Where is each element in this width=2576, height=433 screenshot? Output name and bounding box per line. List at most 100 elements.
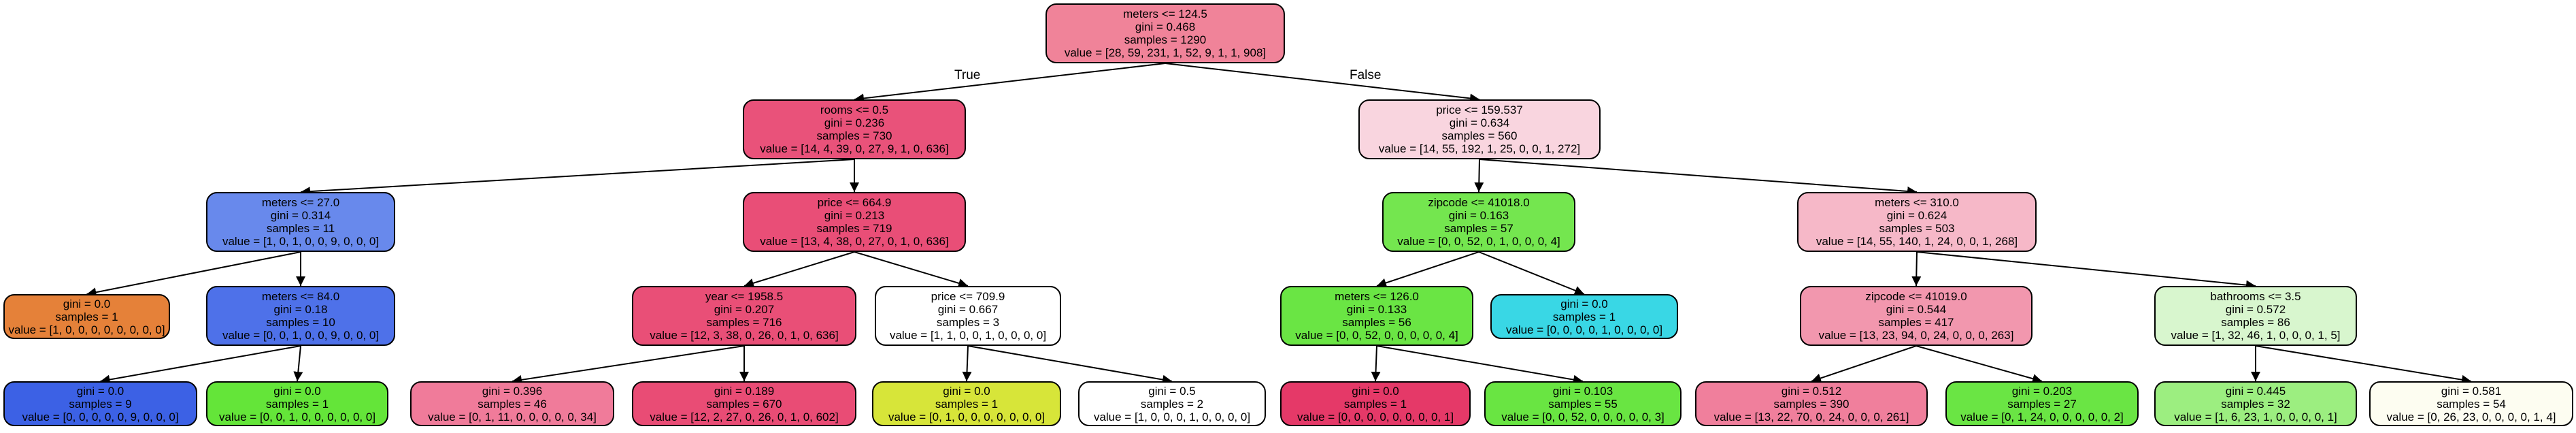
edge-n11-n22 [1376,345,1584,385]
node-line: gini = 0.163 [1448,209,1509,222]
node-line: value = [0, 0, 0, 0, 0, 0, 0, 0, 1] [1297,410,1454,423]
node-line: gini = 0.624 [1886,209,1947,222]
node-line: samples = 55 [1548,397,1618,411]
edge-n3-n7 [86,251,301,298]
node-line: gini = 0.133 [1346,303,1407,316]
node-line: value = [0, 1, 0, 0, 0, 0, 0, 0, 0] [888,410,1046,423]
node-line: gini = 0.0 [1352,384,1399,398]
node-line: gini = 0.396 [482,384,543,398]
edge-n8-n15 [100,345,301,385]
node-line: rooms <= 0.5 [820,103,889,116]
node-line: gini = 0.0 [273,384,321,398]
node-line: samples = 1 [265,397,329,411]
node-line: value = [0, 0, 1, 0, 0, 0, 0, 0, 0] [218,410,376,423]
node-line: value = [14, 4, 39, 0, 27, 9, 1, 0, 636] [760,142,949,155]
node-line: year <= 1958.5 [705,290,784,303]
node-line: value = [1, 32, 46, 1, 0, 0, 0, 1, 5] [2171,329,2341,342]
node-line: gini = 0.581 [2441,384,2502,398]
node-line: gini = 0.468 [1135,20,1196,33]
node-line: samples = 54 [2437,397,2506,411]
edge-n10-n20 [967,345,1173,385]
node-line: samples = 503 [1879,222,1955,235]
edge-n13-n23 [1811,345,1917,383]
edge-n4-n9 [743,251,855,288]
node-line: samples = 11 [266,222,335,235]
node-line: zipcode <= 41019.0 [1865,290,1967,303]
node-line: gini = 0.189 [714,384,775,398]
edge-n10-n19 [962,345,972,382]
edge-n11-n21 [1371,345,1381,382]
node-line: samples = 9 [69,397,132,411]
node-line: samples = 10 [266,316,335,329]
node-line: gini = 0.0 [943,384,990,398]
node-line: gini = 0.236 [824,116,885,129]
node-line: zipcode <= 41018.0 [1428,196,1530,209]
node-line: samples = 1 [1552,310,1616,323]
node-line: samples = 670 [706,397,782,411]
node-line: gini = 0.207 [714,303,775,316]
node-line: gini = 0.445 [2225,384,2286,398]
edge-n13-n24 [1916,345,2043,383]
node-line: samples = 719 [816,222,892,235]
node-line: price <= 159.537 [1436,103,1523,116]
node-line: gini = 0.0 [76,384,124,398]
node-line: value = [1, 1, 0, 0, 1, 0, 0, 0, 0] [889,329,1047,342]
edge-root-n2 [1165,63,1480,103]
node-line: samples = 27 [2007,397,2077,411]
node-line: value = [0, 0, 52, 0, 1, 0, 0, 0, 4] [1397,235,1560,248]
node-line: gini = 0.0 [1560,297,1608,310]
node-line: samples = 3 [936,316,1000,329]
edge-label-true: True [954,68,981,82]
node-line: samples = 46 [478,397,547,411]
node-line: meters <= 27.0 [261,196,340,209]
node-line: value = [0, 1, 24, 0, 0, 0, 0, 0, 2] [1960,410,2124,423]
edge-n4-n10 [854,251,969,288]
node-line: value = [0, 0, 0, 0, 1, 0, 0, 0, 0] [1505,323,1663,336]
node-line: meters <= 310.0 [1875,196,1959,209]
node-line: gini = 0.667 [937,303,999,316]
edge-root-n1 [854,63,1166,103]
node-line: gini = 0.544 [1886,303,1947,316]
node-line: samples = 417 [1878,316,1954,329]
node-line: value = [12, 3, 38, 0, 26, 0, 1, 0, 636] [650,329,839,342]
node-line: samples = 57 [1444,222,1513,235]
node-line: value = [14, 55, 140, 1, 24, 0, 0, 1, 26… [1816,235,2018,248]
node-line: gini = 0.314 [270,209,331,222]
node-line: meters <= 84.0 [261,290,340,303]
node-line: samples = 716 [706,316,782,329]
node-line: meters <= 124.5 [1123,7,1207,20]
node-line: value = [0, 26, 23, 0, 0, 0, 0, 1, 4] [2386,410,2556,423]
edge-n6-n13 [1911,251,1922,287]
node-line: value = [0, 1, 11, 0, 0, 0, 0, 0, 34] [428,410,597,423]
node-line: value = [12, 2, 27, 0, 26, 0, 1, 0, 602] [650,410,839,423]
node-line: samples = 1 [1343,397,1407,411]
node-line: value = [0, 0, 1, 0, 0, 9, 0, 0, 0] [222,329,380,342]
node-line: value = [0, 0, 52, 0, 0, 0, 0, 0, 4] [1295,329,1458,342]
node-line: price <= 709.9 [931,290,1005,303]
node-line: value = [1, 0, 0, 0, 1, 0, 0, 0, 0] [1093,410,1251,423]
edge-n6-n14 [1916,251,2256,290]
node-line: value = [13, 22, 70, 0, 24, 0, 0, 0, 261… [1713,410,1909,423]
node-line: value = [0, 0, 0, 0, 0, 9, 0, 0, 0] [22,410,179,423]
node-line: samples = 560 [1441,129,1518,142]
